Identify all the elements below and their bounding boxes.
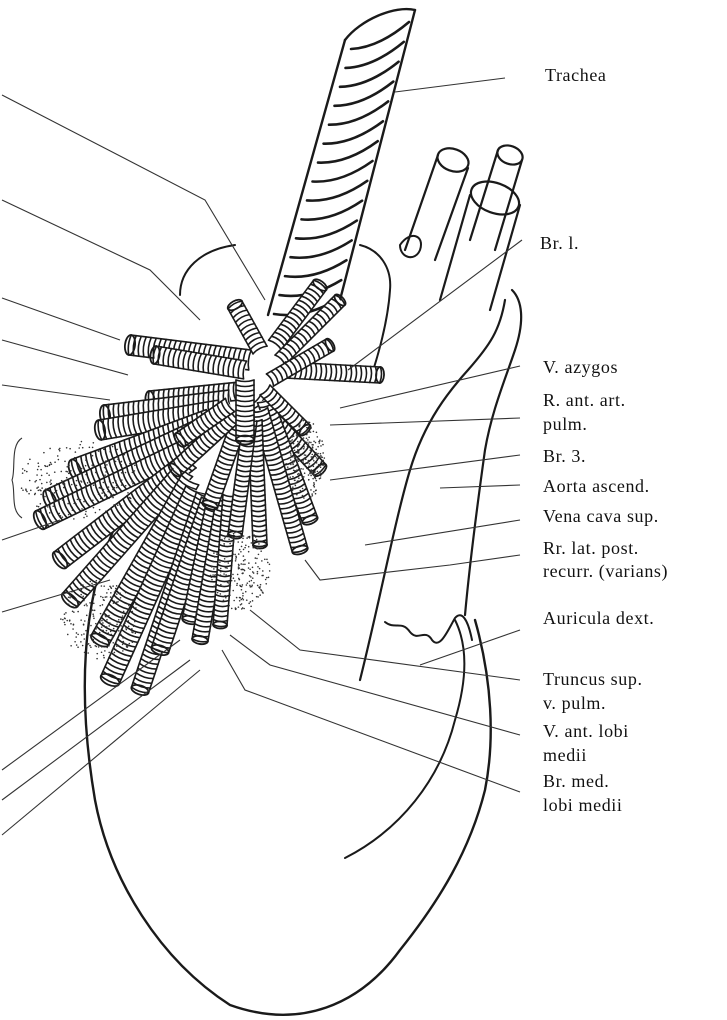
label-truncus-line1: Truncus sup. [543, 668, 643, 690]
label-auricula-dext: Auricula dext. [543, 607, 654, 629]
aorta-contour-right [465, 290, 521, 615]
bronchus-tube [236, 380, 254, 445]
label-br-3: Br. 3. [543, 445, 586, 467]
label-truncus-line2: v. pulm. [543, 692, 606, 714]
label-v-ant-lobi-line2: medii [543, 744, 587, 766]
bronchus-tube [226, 298, 267, 354]
label-aorta-ascend: Aorta ascend. [543, 475, 650, 497]
label-br-l: Br. l. [540, 232, 579, 254]
label-br-med-line1: Br. med. [543, 770, 609, 792]
label-rr-lat-line2: recurr. (varians) [543, 560, 668, 582]
label-v-azygos: V. azygos [543, 356, 618, 378]
trachea-tube [268, 9, 415, 315]
label-vena-cava-sup: Vena cava sup. [543, 505, 659, 527]
label-br-med-line2: lobi medii [543, 794, 623, 816]
aorta-contour [360, 300, 505, 680]
label-r-ant-art-line2: pulm. [543, 413, 588, 435]
label-rr-lat-line1: Rr. lat. post. [543, 537, 639, 559]
label-r-ant-art-line1: R. ant. art. [543, 389, 626, 411]
label-v-ant-lobi-line1: V. ant. lobi [543, 720, 629, 742]
label-trachea: Trachea [545, 64, 607, 86]
